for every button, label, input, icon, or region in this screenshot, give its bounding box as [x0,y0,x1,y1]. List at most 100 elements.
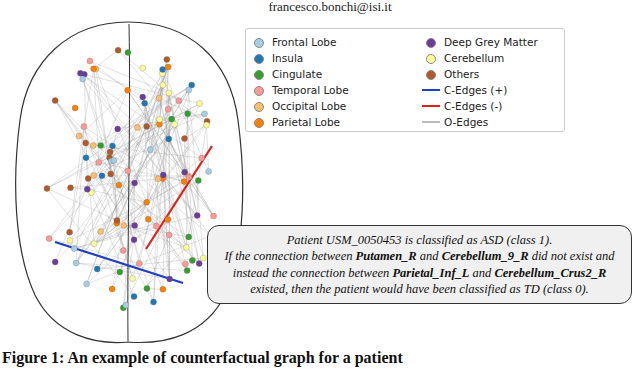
o-edge [93,85,191,146]
region-dot [160,66,166,72]
o-edge [96,69,147,202]
o-edge [49,239,139,264]
legend-text: Others [444,67,479,81]
legend-swatch [254,86,264,96]
o-edge [163,179,170,280]
o-edge [74,216,197,249]
region-dot [84,186,90,192]
o-edge [118,119,172,129]
legend-text: Temporal Lobe [272,83,349,97]
o-edge [126,248,186,306]
o-edge [86,143,200,264]
region-dot [91,66,97,72]
o-edge [118,50,159,98]
region-dot [116,182,122,188]
region-dot [96,159,102,165]
region-dot [98,229,104,235]
legend-box: Frontal LobeInsulaCingulateTemporal Lobe… [245,28,565,132]
region-dot [72,105,78,111]
region-dot [52,259,58,265]
legend-item: Frontal Lobe [254,35,384,49]
region-dot [182,169,188,175]
legend-text: Deep Grey Matter [444,35,538,49]
legend-line-sample [422,105,440,107]
o-edge [87,189,146,202]
o-edge [118,50,206,125]
region-dot [131,237,137,243]
legend-text: Occipital Lobe [272,99,346,113]
region-dot [140,94,146,100]
region-dot [136,261,142,267]
c-edge-positive [55,242,183,283]
region-dot [125,168,131,174]
region-dot [184,268,190,274]
legend-line-sample [422,121,440,123]
o-edge [84,74,211,236]
region-dot [145,216,151,222]
region-dot [197,101,203,107]
region-dot [189,258,195,264]
region-dot [87,58,93,64]
o-edge [110,114,205,158]
o-edge [47,124,175,188]
region-dot [199,155,205,161]
region-dot [110,143,116,149]
region-dot [83,140,89,146]
o-edge [94,220,117,243]
region-dot [160,82,166,88]
legend-text: C-Edges (+) [444,83,507,97]
o-edge [110,152,187,271]
o-edge [87,67,169,284]
region-dot [172,121,178,127]
legend-item: Cingulate [254,67,384,81]
region-dot [167,276,173,282]
region-dot [156,95,162,101]
region-dot [80,76,86,82]
legend-swatch [254,118,264,128]
region-dot [140,65,146,71]
region-dot [130,276,136,282]
legend-item: Insula [254,51,384,65]
o-edge [47,104,200,189]
region-dot [144,199,150,205]
region-dot [91,172,97,178]
region-dot [90,143,96,149]
legend-text: C-Edges (-) [444,99,502,113]
o-edge [147,67,169,127]
o-edge [70,127,84,233]
o-edge [128,90,214,216]
legend-item: Parietal Lobe [254,115,384,129]
region-dot [181,179,187,185]
region-dot [151,299,157,305]
region-dot [114,217,120,223]
region-dot [117,269,123,275]
region-dot [109,286,115,292]
region-dot [135,125,141,131]
o-edge [55,100,119,185]
legend-swatch [254,38,264,48]
region-dot [71,246,77,252]
region-dot [186,234,192,240]
region-dot [68,185,74,191]
legend-swatch [426,54,436,64]
region-dot [85,176,91,182]
region-dot [166,232,172,238]
legend-item: Cerebellum [426,51,556,65]
o-edge [94,158,202,244]
region-dot [52,97,58,103]
region-dot [182,261,188,267]
region-dot [200,255,206,261]
region-dot [81,124,87,130]
region-dot [186,87,192,93]
legend-swatch [254,102,264,112]
legend-line-sample [422,89,440,91]
region-dot [46,236,52,242]
region-dot [123,302,129,308]
legend-item: Temporal Lobe [254,83,384,97]
region-dot [194,213,200,219]
o-edge [110,158,118,221]
legend-swatch [426,38,436,48]
region-dot [73,260,79,266]
region-dot [206,168,212,174]
region-dot [160,286,166,292]
